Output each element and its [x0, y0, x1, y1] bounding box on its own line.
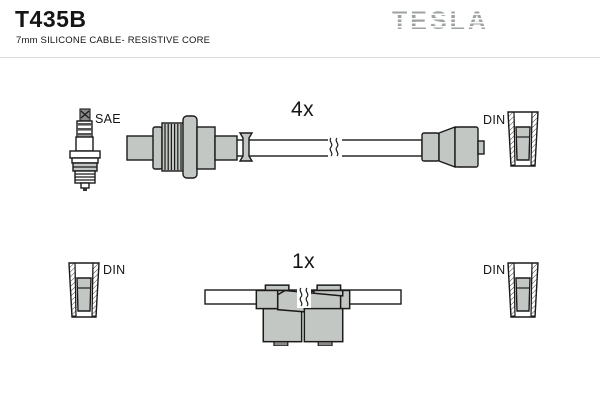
din-cap-icon: [507, 111, 539, 167]
header-divider: [0, 57, 600, 58]
right-connector-label: DIN: [483, 263, 506, 277]
left-connector-label: DIN: [103, 263, 126, 277]
part-number: T435B: [15, 6, 87, 32]
din-cap-icon: [68, 262, 100, 318]
quantity-label: 4x: [291, 98, 315, 121]
right-connector-label: DIN: [483, 113, 506, 127]
spark-plug-icon: [69, 108, 101, 191]
lead-drawing-elbow: [204, 284, 402, 346]
lead-drawing-straight: [126, 115, 485, 179]
din-cap-icon: [507, 262, 539, 318]
brand-logo: TESLA: [392, 7, 489, 35]
subtitle: 7mm SILICONE CABLE- RESISTIVE CORE: [16, 35, 211, 46]
left-connector-label: SAE: [95, 112, 121, 126]
quantity-label: 1x: [292, 250, 316, 273]
